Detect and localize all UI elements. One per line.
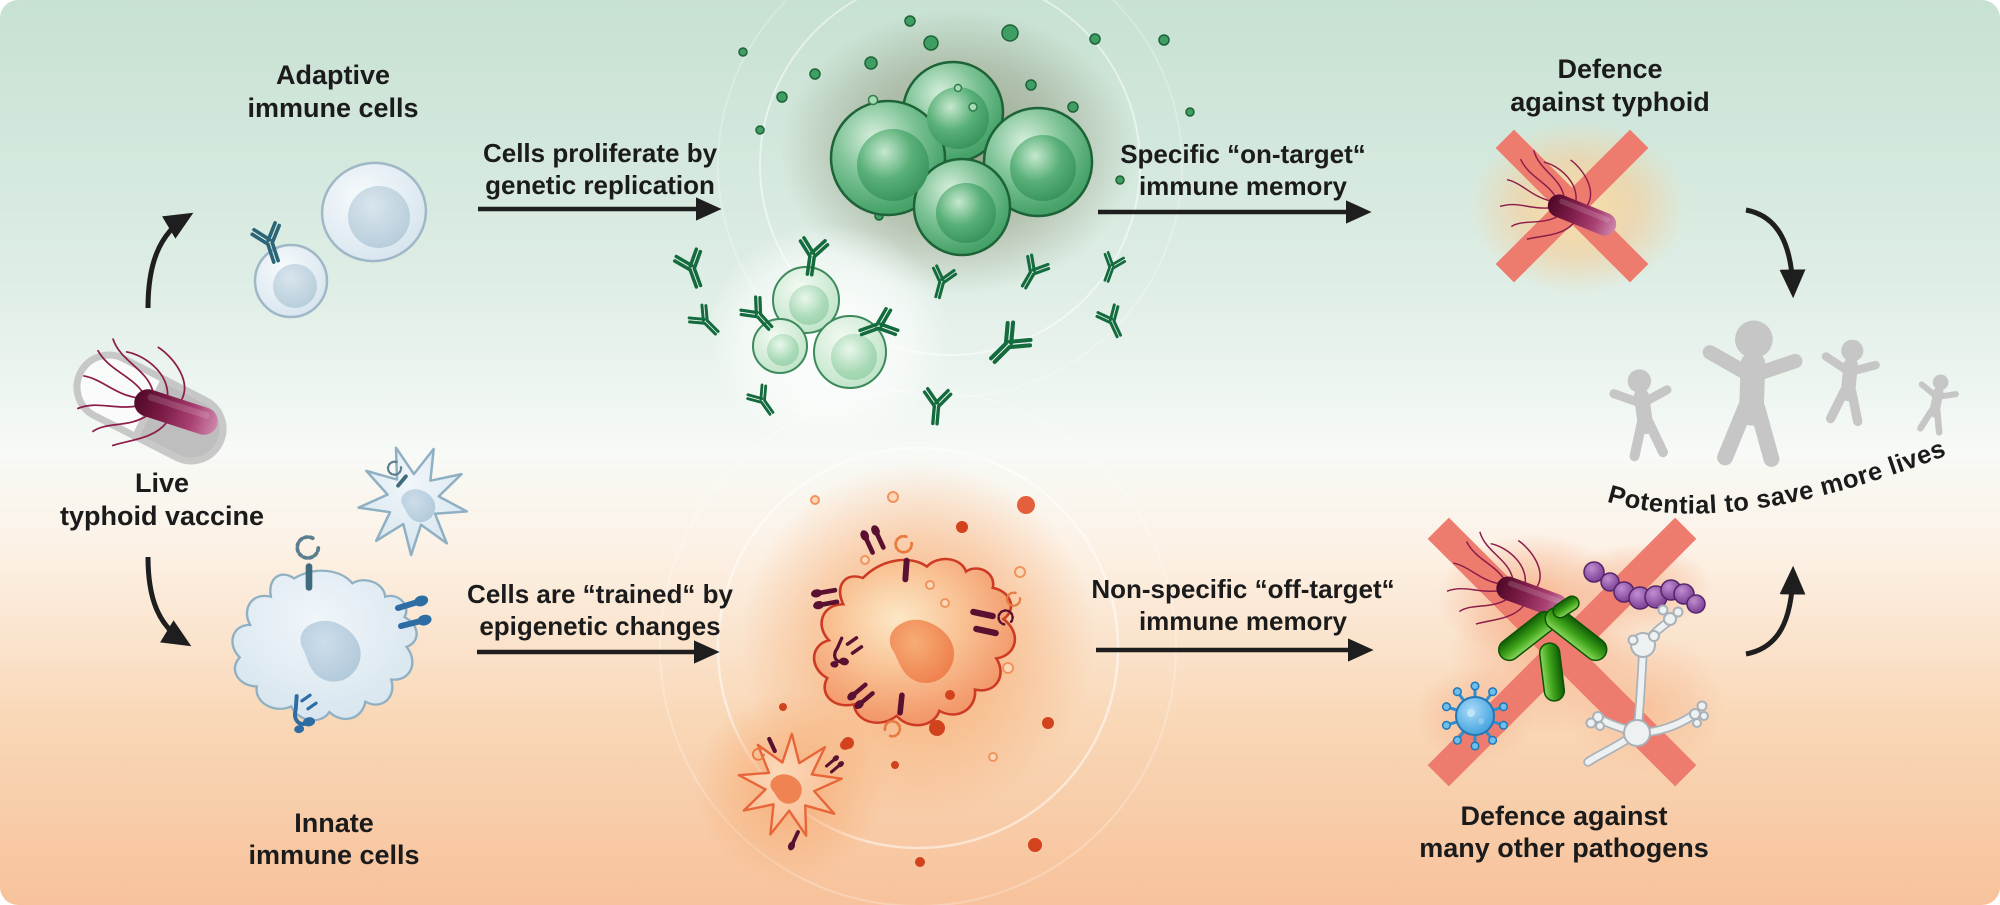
- innate-cells-label-line1: Innate: [294, 808, 374, 838]
- vaccine-label-line2: typhoid vaccine: [60, 501, 264, 531]
- off-target-label-line2: immune memory: [1139, 606, 1348, 636]
- defence-pathogens-label-line1: Defence against: [1460, 801, 1667, 831]
- virus-icon: [1440, 680, 1510, 752]
- trained-label-line2: epigenetic changes: [479, 611, 720, 641]
- innate-cells-label-line2: immune cells: [248, 840, 419, 870]
- orange-cytokine-dots: [779, 491, 1054, 867]
- fungus-icon: [1583, 604, 1709, 767]
- arrow-typhoid-to-people: [1745, 207, 1806, 299]
- on-target-label-line2: immune memory: [1139, 171, 1348, 201]
- cocci-chain-icon: [1583, 561, 1706, 614]
- trained-label-line1: Cells are “trained“ by: [467, 579, 733, 609]
- rod-bacteria-icon: [1498, 595, 1608, 702]
- proliferate-label-line2: genetic replication: [485, 170, 715, 200]
- adaptive-immune-cells-illustration: [249, 161, 428, 319]
- vaccine-label-line1: Live: [135, 468, 189, 498]
- arrow-to-innate: [145, 556, 192, 647]
- proliferated-adaptive-cells: [829, 60, 1094, 257]
- arrow-pathogens-to-people: [1745, 565, 1806, 657]
- live-typhoid-vaccine-illustration: [64, 327, 236, 476]
- arrow-to-adaptive: [145, 212, 194, 309]
- defence-typhoid-illustration: [1488, 129, 1649, 283]
- adaptive-cells-label-line1: Adaptive: [276, 60, 390, 90]
- defence-pathogens-illustration: [1427, 517, 1709, 787]
- adaptive-cells-label-line2: immune cells: [247, 93, 418, 123]
- on-target-label-line1: Specific “on-target“: [1120, 139, 1366, 169]
- defence-typhoid-label-line1: Defence: [1557, 54, 1662, 84]
- off-target-label-line1: Non-specific “off-target“: [1091, 574, 1394, 604]
- memory-cell-cluster: [737, 235, 901, 389]
- flow-arrows: [145, 197, 1806, 664]
- defence-typhoid-label-line2: against typhoid: [1510, 87, 1710, 117]
- defence-pathogens-label-line2: many other pathogens: [1419, 833, 1709, 863]
- proliferate-label-line1: Cells proliferate by: [483, 138, 718, 168]
